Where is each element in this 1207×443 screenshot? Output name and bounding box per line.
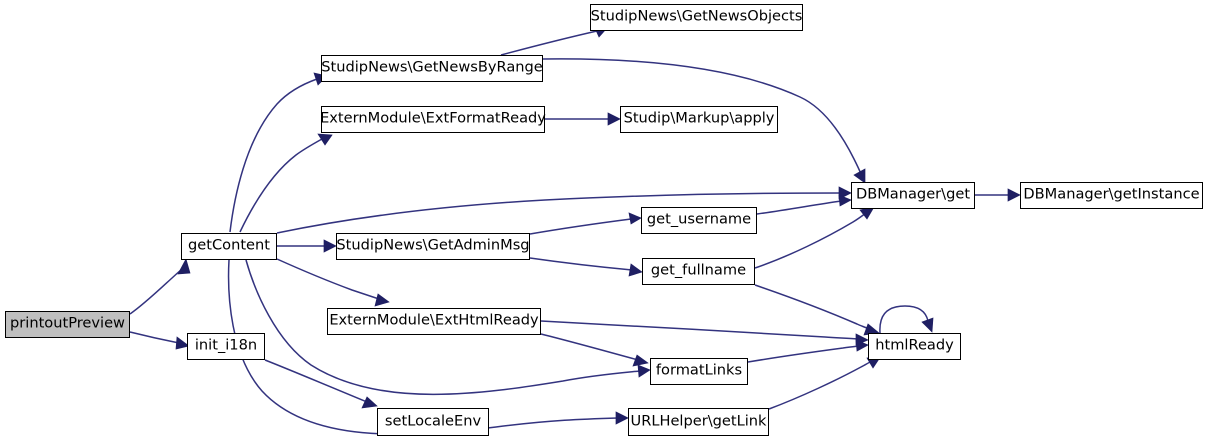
node-studipnews-getnewsobjects[interactable]: StudipNews\GetNewsObjects bbox=[590, 4, 803, 31]
node-label: Studip\Markup\apply bbox=[623, 109, 775, 127]
node-label: htmlReady bbox=[875, 336, 954, 354]
edge-ExtHtmlReady-formatLinks bbox=[540, 333, 649, 367]
edge-getContent-GetNewsByRange bbox=[229, 72, 328, 233]
node-dbmanager-getinstance[interactable]: DBManager\getInstance bbox=[1020, 182, 1203, 209]
node-label: setLocaleEnv bbox=[384, 412, 482, 430]
node-label: init_i18n bbox=[194, 336, 258, 354]
edge-getContent-DBManagerGet bbox=[276, 186, 852, 234]
node-studip-markup-apply[interactable]: Studip\Markup\apply bbox=[620, 106, 778, 133]
node-label: StudipNews\GetNewsByRange bbox=[321, 58, 543, 76]
edge-get_username-DBManagerGet bbox=[756, 194, 852, 215]
node-get-fullname[interactable]: get_fullname bbox=[642, 258, 755, 285]
node-get-username[interactable]: get_username bbox=[641, 207, 757, 234]
node-formatlinks[interactable]: formatLinks bbox=[650, 358, 748, 385]
node-label: URLHelper\getLink bbox=[630, 412, 767, 430]
node-label: getContent bbox=[187, 236, 270, 254]
node-externmodule-exthtmlready[interactable]: ExternModule\ExtHtmlReady bbox=[327, 308, 541, 335]
node-label: StudipNews\GetNewsObjects bbox=[590, 7, 803, 25]
edge-getContent-formatLinks bbox=[245, 259, 651, 396]
node-urlhelper-getlink[interactable]: URLHelper\getLink bbox=[628, 408, 769, 436]
node-label: printoutPreview bbox=[10, 314, 125, 332]
edge-htmlReady-self-loop bbox=[879, 305, 934, 334]
node-label: get_username bbox=[646, 210, 752, 228]
edge-GetNewsByRange-DBManagerGet bbox=[542, 58, 866, 184]
node-init-i18n[interactable]: init_i18n bbox=[187, 333, 265, 360]
node-htmlready[interactable]: htmlReady bbox=[868, 333, 961, 360]
node-label: get_fullname bbox=[650, 261, 747, 279]
node-getContent[interactable]: getContent bbox=[181, 233, 277, 260]
node-label: DBManager\getInstance bbox=[1023, 185, 1200, 203]
node-label: DBManager\get bbox=[855, 185, 971, 203]
edge-DBManagerGet-DBManagerGetInstance bbox=[975, 188, 1021, 202]
node-setlocaleenv[interactable]: setLocaleEnv bbox=[377, 408, 489, 436]
edge-getContent-ExtFormatReady bbox=[239, 133, 333, 233]
edge-ExtFormatReady-MarkupApply bbox=[545, 112, 621, 126]
edge-printoutPreview-getContent bbox=[129, 258, 191, 315]
node-label: ExternModule\ExtHtmlReady bbox=[329, 311, 539, 329]
edge-getContent-ExtHtmlReady bbox=[276, 258, 390, 307]
node-printoutPreview[interactable]: printoutPreview bbox=[5, 311, 130, 338]
node-label: ExternModule\ExtFormatReady bbox=[320, 109, 546, 127]
edge-printoutPreview-init_i18n bbox=[129, 331, 190, 350]
edge-formatLinks-htmlReady bbox=[747, 339, 869, 363]
node-studipnews-getadminmsg[interactable]: StudipNews\GetAdminMsg bbox=[336, 233, 530, 260]
node-externmodule-extformatready[interactable]: ExternModule\ExtFormatReady bbox=[320, 106, 546, 133]
edge-get_fullname-DBManagerGet bbox=[754, 206, 875, 269]
edge-GetAdminMsg-get_fullname bbox=[529, 257, 643, 277]
edge-GetAdminMsg-get_username bbox=[529, 212, 642, 235]
node-label: StudipNews\GetAdminMsg bbox=[336, 236, 530, 254]
node-dbmanager-get[interactable]: DBManager\get bbox=[851, 182, 975, 209]
edge-ExtHtmlReady-htmlReady bbox=[540, 320, 869, 346]
node-label: formatLinks bbox=[655, 361, 743, 379]
edge-URLHelperGetLink-htmlReady bbox=[768, 355, 882, 410]
edge-getContent-GetAdminMsg bbox=[277, 239, 337, 253]
edge-init_i18n-setLocaleEnv bbox=[264, 359, 378, 409]
node-studipnews-getnewsbyrange[interactable]: StudipNews\GetNewsByRange bbox=[321, 55, 543, 82]
edge-get_fullname-htmlReady bbox=[754, 284, 880, 336]
